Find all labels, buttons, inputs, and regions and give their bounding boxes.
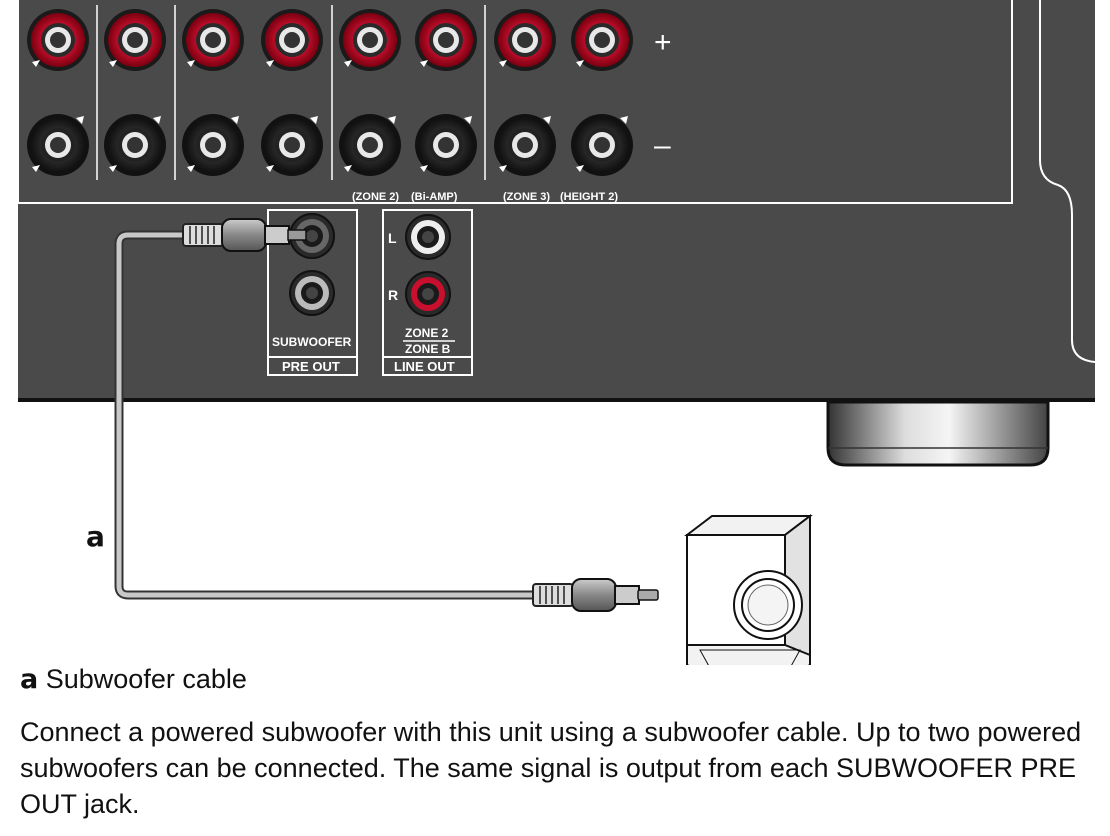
receiver-foot [826, 400, 1050, 467]
subwoofer-jack-2[interactable] [289, 270, 335, 316]
rca-plug-subwoofer [532, 578, 659, 612]
figure-caption: a Subwoofer cable [20, 664, 247, 695]
caption-marker: a [20, 664, 39, 695]
zone-label-zone3: (ZONE 3) [503, 191, 550, 203]
speaker-terminals-negative [27, 114, 633, 176]
line-out-left-label: L [388, 230, 397, 246]
zone-label-biamp: (Bi-AMP) [411, 191, 458, 203]
negative-label: – [654, 129, 671, 162]
zone-label-height2: (HEIGHT 2) [560, 191, 618, 203]
line-out-block: L R ZONE 2 ZONE B LINE OUT [382, 209, 473, 376]
subwoofer-cable [114, 230, 535, 600]
subwoofer-jack-1[interactable] [289, 213, 335, 259]
pre-out-block: SUBWOOFER PRE OUT [267, 209, 358, 376]
speaker-terminals-positive [27, 9, 633, 71]
cable-marker: a [86, 520, 105, 553]
zoneb-label: ZONE B [405, 342, 451, 356]
rca-plug-receiver [182, 218, 307, 252]
positive-label: + [654, 26, 672, 59]
powered-subwoofer [684, 513, 813, 665]
receiver-rear-panel [17, 0, 1096, 402]
zone-label-zone2: (ZONE 2) [352, 191, 399, 203]
caption-text: Subwoofer cable [45, 664, 247, 694]
line-out-right-jack[interactable] [405, 271, 451, 317]
line-out-right-label: R [388, 287, 398, 303]
line-out-left-jack[interactable] [405, 214, 451, 260]
subwoofer-label: SUBWOOFER [272, 335, 352, 349]
pre-out-label: PRE OUT [282, 359, 340, 374]
zone2-label: ZONE 2 [405, 326, 449, 340]
description-text: Connect a powered subwoofer with this un… [20, 717, 1082, 819]
connection-diagram: + – (ZONE 2) (Bi-AMP) (ZONE 3) (HEIGHT 2… [17, 0, 1096, 665]
line-out-label: LINE OUT [394, 359, 455, 374]
